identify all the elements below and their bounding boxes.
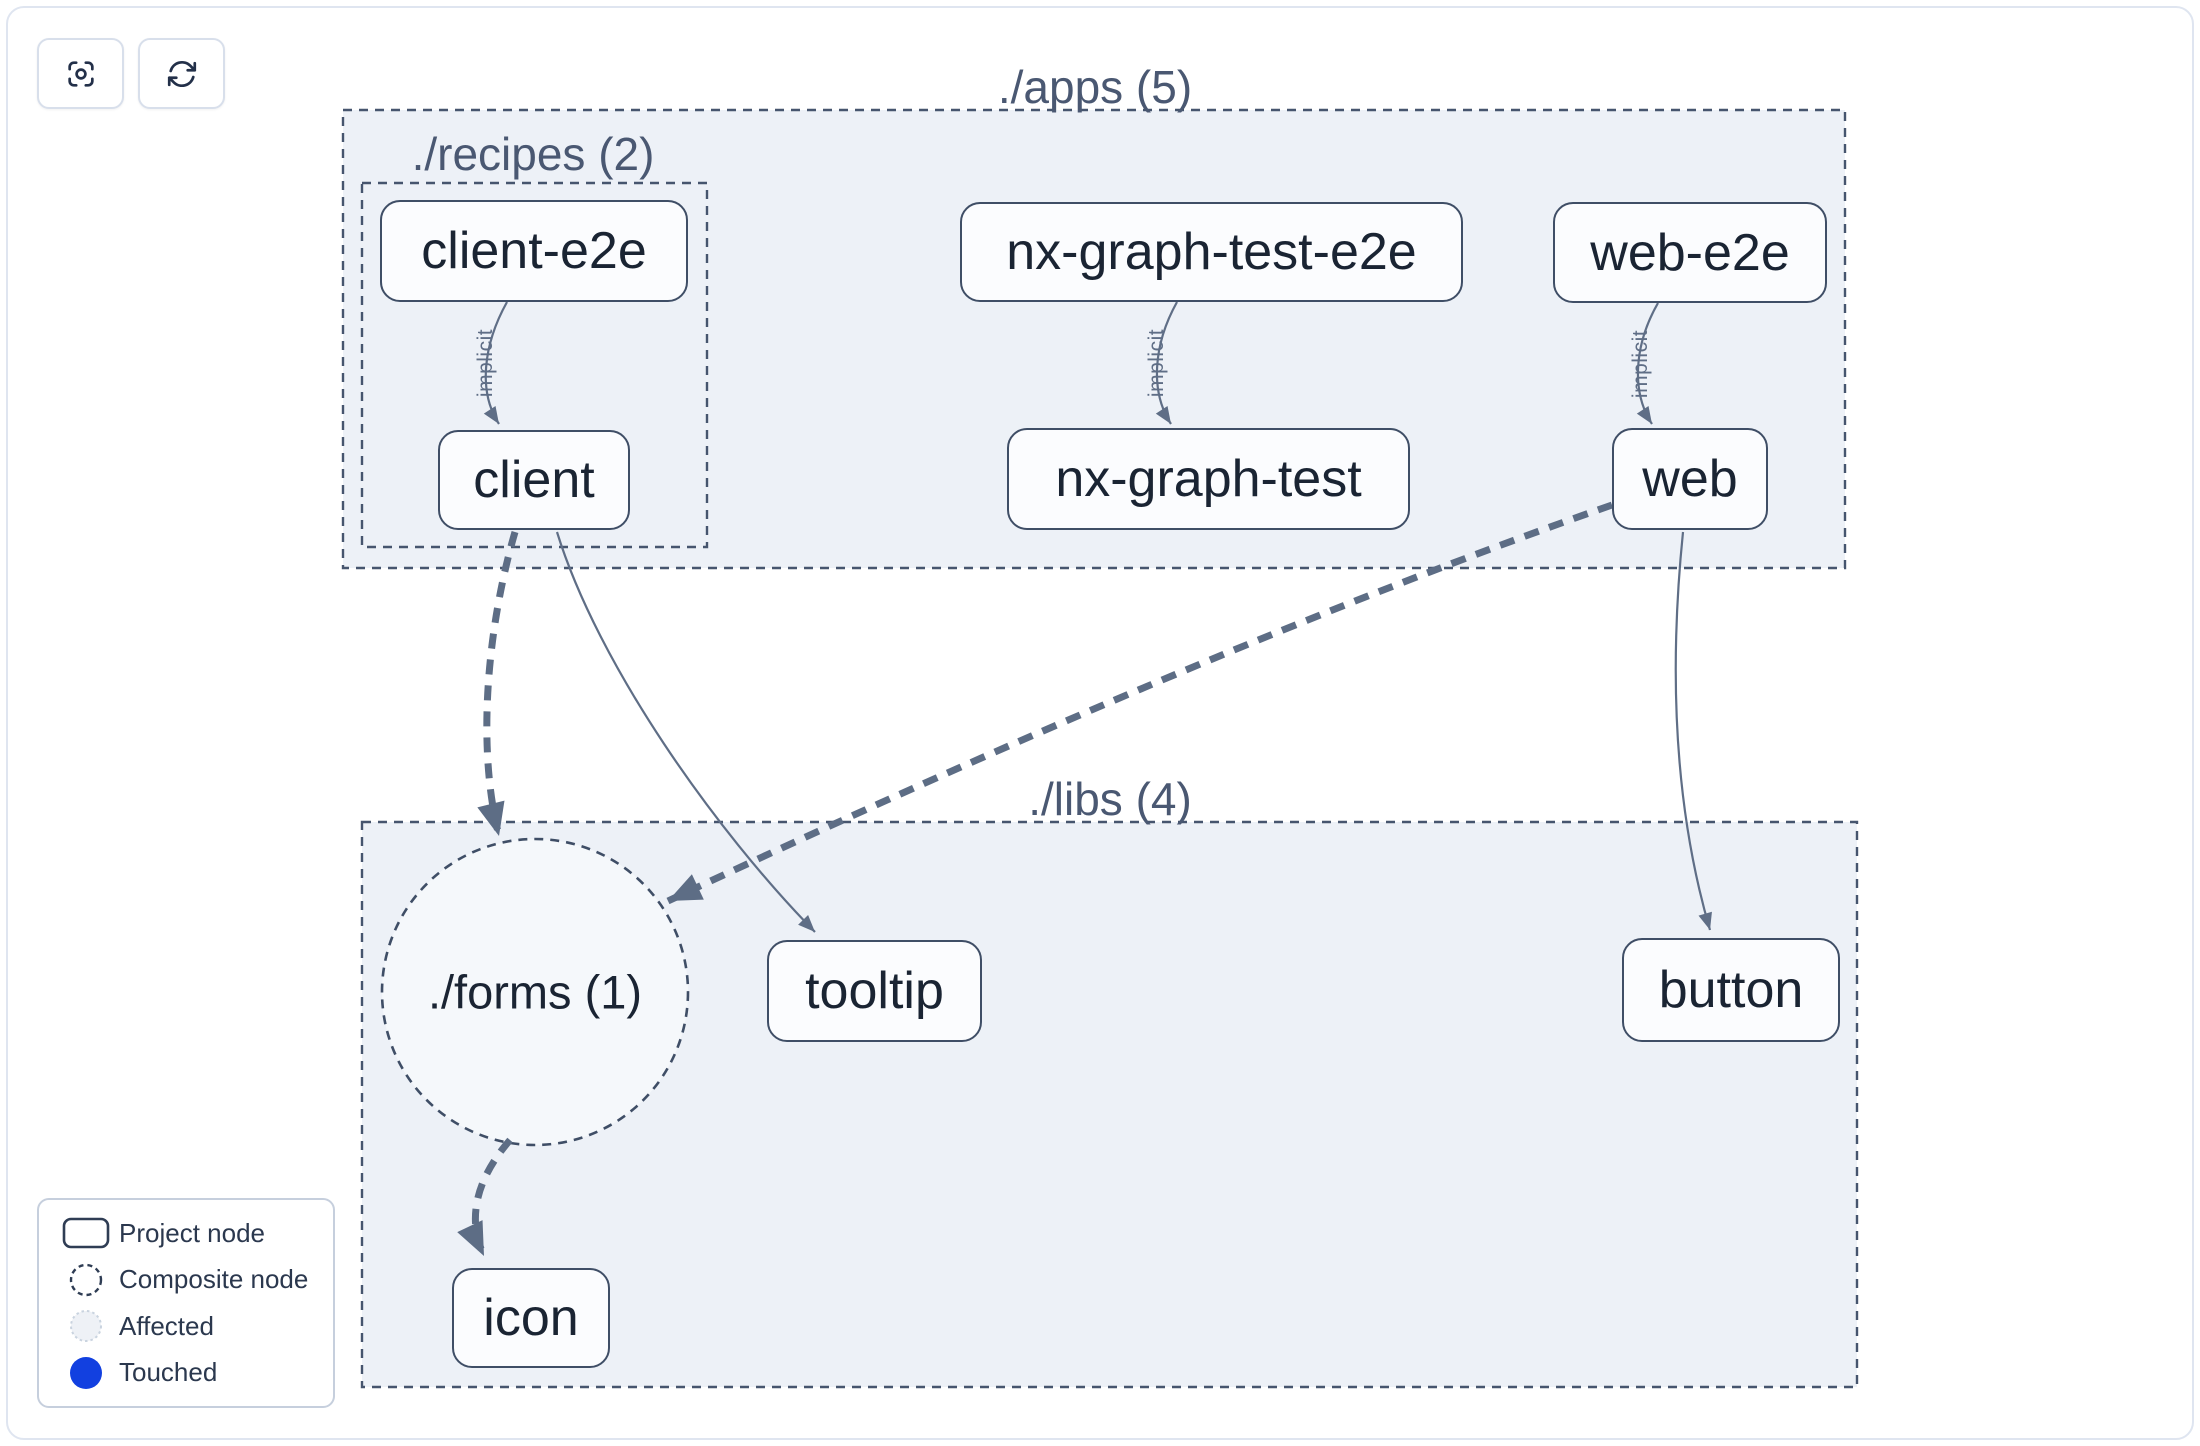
affected-swatch-icon: [53, 1308, 119, 1344]
composite-node-forms[interactable]: [380, 837, 690, 1147]
legend-label: Affected: [119, 1310, 214, 1341]
focus-icon: [67, 60, 94, 87]
legend: Project node Composite node Affected: [37, 1198, 335, 1408]
group-label-apps: ./apps (5): [997, 61, 1193, 113]
legend-item-touched: Touched: [53, 1350, 333, 1396]
touched-swatch-icon: [53, 1355, 119, 1391]
node-button[interactable]: button: [1622, 938, 1840, 1042]
group-recipes-rect: [360, 181, 709, 549]
edge-forms-to-icon[interactable]: [457, 1137, 513, 1258]
node-nx-graph-test-e2e[interactable]: nx-graph-test-e2e: [960, 202, 1463, 302]
refresh-icon: [167, 60, 196, 87]
edge-web-e2e-to-web[interactable]: [1636, 302, 1659, 425]
node-client-e2e[interactable]: client-e2e: [380, 200, 688, 302]
node-icon[interactable]: icon: [452, 1268, 610, 1368]
edge-client-e2e-to-client[interactable]: [483, 301, 508, 425]
legend-item-affected: Affected: [53, 1303, 333, 1349]
edge-label-implicit-web: implicit: [1629, 329, 1652, 399]
edge-web-to-forms[interactable]: [666, 501, 1614, 905]
composite-node-swatch-icon: [53, 1262, 119, 1298]
project-node-swatch-icon: [53, 1217, 119, 1249]
edge-label-implicit-nx-graph-test: implicit: [1145, 328, 1168, 398]
legend-label: Composite node: [119, 1264, 309, 1295]
node-web-e2e[interactable]: web-e2e: [1553, 202, 1827, 303]
legend-label: Project node: [119, 1217, 265, 1248]
legend-label: Touched: [119, 1357, 218, 1388]
legend-item-composite-node: Composite node: [53, 1257, 333, 1303]
center-graph-button[interactable]: [37, 38, 124, 109]
edge-nx-graph-test-e2e-to-nx-graph-test[interactable]: [1155, 301, 1178, 425]
composite-node-forms-label: ./forms (1): [427, 965, 643, 1019]
node-nx-graph-test[interactable]: nx-graph-test: [1007, 428, 1410, 530]
edge-client-to-forms[interactable]: [477, 531, 519, 837]
node-client[interactable]: client: [438, 430, 630, 530]
group-label-recipes: ./recipes (2): [411, 128, 655, 180]
group-label-libs: ./libs (4): [1028, 773, 1192, 825]
node-tooltip[interactable]: tooltip: [767, 940, 982, 1042]
edge-web-to-button[interactable]: [1674, 531, 1712, 931]
node-web[interactable]: web: [1612, 428, 1768, 530]
edge-client-to-tooltip[interactable]: [555, 531, 816, 933]
edge-label-implicit-client: implicit: [474, 328, 497, 398]
legend-item-project-node: Project node: [53, 1210, 333, 1256]
refresh-graph-button[interactable]: [138, 38, 225, 109]
